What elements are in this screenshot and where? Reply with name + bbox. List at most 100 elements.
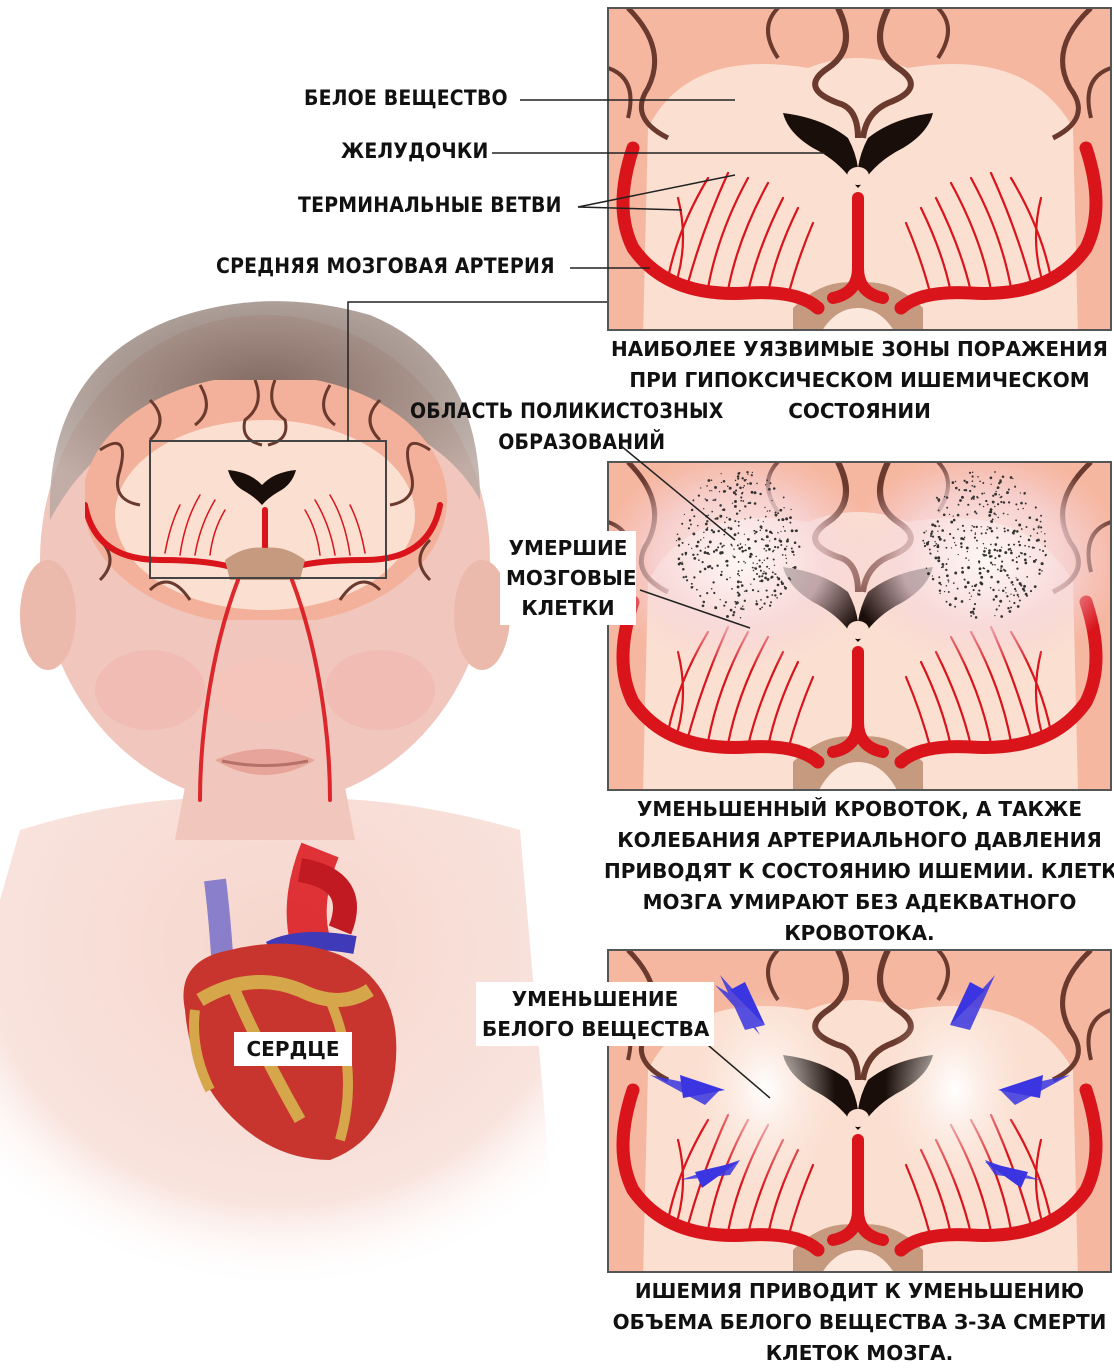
dead-cell-dot xyxy=(1025,562,1027,564)
dead-cell-dot xyxy=(733,491,736,494)
dead-cell-dot xyxy=(767,510,768,511)
dead-cell-dot xyxy=(924,545,926,547)
dead-cell-dot xyxy=(791,529,794,532)
label-dead-cells-line: МОЗГОВЫЕ xyxy=(506,563,630,593)
dead-cell-dot xyxy=(699,595,701,597)
dead-cell-dot xyxy=(735,480,737,482)
dead-cell-dot xyxy=(1012,559,1014,561)
dead-cell-dot xyxy=(974,603,976,605)
dead-cell-dot xyxy=(1044,545,1046,547)
dead-cell-dot xyxy=(937,520,939,522)
dead-cell-dot xyxy=(734,505,737,508)
dead-cell-dot xyxy=(733,556,735,558)
dead-cell-dot xyxy=(932,536,934,538)
dead-cell-dot xyxy=(937,556,940,559)
dead-cell-dot xyxy=(1013,594,1015,596)
dead-cell-dot xyxy=(734,500,737,503)
dead-cell-dot xyxy=(946,563,948,565)
dead-cell-dot xyxy=(682,542,684,544)
dead-cell-dot xyxy=(787,538,789,540)
dead-cell-dot xyxy=(997,580,1000,583)
dead-cell-dot xyxy=(769,540,770,541)
dead-cell-dot xyxy=(941,567,942,568)
dead-cell-dot xyxy=(736,601,739,604)
dead-cell-dot xyxy=(766,544,769,547)
dead-cell-dot xyxy=(697,541,700,544)
dead-cell-dot xyxy=(782,554,784,556)
dead-cell-dot xyxy=(1000,568,1001,569)
dead-cell-dot xyxy=(781,582,784,585)
dead-cell-dot xyxy=(780,593,782,595)
dead-cell-dot xyxy=(999,479,1001,481)
dead-cell-dot xyxy=(711,588,713,590)
dead-cell-dot xyxy=(752,567,754,569)
dead-cell-dot xyxy=(1010,476,1013,479)
dead-cell-dot xyxy=(969,592,971,594)
dead-cell-dot xyxy=(728,518,731,521)
dead-cell-dot xyxy=(1023,585,1026,588)
dead-cell-dot xyxy=(779,540,782,543)
dead-cell-dot xyxy=(1003,513,1005,515)
dead-cell-dot xyxy=(1002,589,1005,592)
dead-cell-dot xyxy=(993,512,995,514)
dead-cell-dot xyxy=(706,520,708,522)
dead-cell-dot xyxy=(1007,514,1008,515)
dead-cell-dot xyxy=(783,526,784,527)
dead-cell-dot xyxy=(792,551,795,554)
label-white-matter: БЕЛОЕ ВЕЩЕСТВО xyxy=(304,86,508,110)
dead-cell-dot xyxy=(998,482,1000,484)
dead-cell-dot xyxy=(982,482,984,484)
dead-cell-dot xyxy=(970,615,972,617)
dead-cell-dot xyxy=(1045,554,1047,556)
dead-cell-dot xyxy=(985,500,987,502)
dead-cell-dot xyxy=(1026,595,1028,597)
dead-cell-dot xyxy=(725,560,727,562)
dead-cell-dot xyxy=(1003,527,1005,529)
dead-cell-dot xyxy=(984,547,986,549)
dead-cell-dot xyxy=(693,557,696,560)
dead-cell-dot xyxy=(768,488,771,491)
dead-cell-dot xyxy=(952,481,955,484)
dead-cell-dot xyxy=(1000,565,1003,568)
dead-cell-dot xyxy=(1015,577,1016,578)
caption-panel3-line: ИШЕМИЯ ПРИВОДИТ К УМЕНЬШЕНИЮ xyxy=(608,1276,1111,1307)
dead-cell-dot xyxy=(786,562,788,564)
dead-cell-dot xyxy=(1002,475,1005,478)
dead-cell-dot xyxy=(763,571,764,572)
dead-cell-dot xyxy=(1018,596,1020,598)
dead-cell-dot xyxy=(733,611,736,614)
dead-cell-dot xyxy=(741,570,743,572)
dead-cell-dot xyxy=(785,517,788,520)
dead-cell-dot xyxy=(988,514,991,517)
dead-cell-dot xyxy=(766,566,768,568)
dead-cell-dot xyxy=(765,484,766,485)
caption-panel2-line: КОЛЕБАНИЯ АРТЕРИАЛЬНОГО ДАВЛЕНИЯ xyxy=(604,825,1114,856)
dead-cell-dot xyxy=(745,544,746,545)
dead-cell-dot xyxy=(750,553,753,556)
dead-cell-dot xyxy=(1021,528,1023,530)
dead-cell-dot xyxy=(737,544,739,546)
dead-cell-dot xyxy=(760,570,762,572)
dead-cell-dot xyxy=(769,604,771,606)
dead-cell-dot xyxy=(778,519,780,521)
dead-cell-dot xyxy=(737,478,739,480)
dead-cell-dot xyxy=(949,533,951,535)
dead-cell-dot xyxy=(791,547,793,549)
dead-cell-dot xyxy=(994,564,996,566)
dead-cell-dot xyxy=(989,555,992,558)
dead-cell-dot xyxy=(1028,539,1031,542)
dead-cell-dot xyxy=(745,549,747,551)
dead-cell-dot xyxy=(721,546,722,547)
dead-cell-dot xyxy=(988,552,991,555)
label-reduction-line: УМЕНЬШЕНИЕ xyxy=(482,984,708,1014)
dead-cell-dot xyxy=(770,601,772,603)
dead-cell-dot xyxy=(1013,602,1015,604)
dead-cell-dot xyxy=(730,527,733,530)
dead-cell-dot xyxy=(774,573,775,574)
dead-cell-dot xyxy=(963,489,965,491)
dead-cell-dot xyxy=(971,485,973,487)
dead-cell-dot xyxy=(753,530,755,532)
label-polycystic-line: ОБРАЗОВАНИЙ xyxy=(410,427,724,458)
dead-cell-dot xyxy=(926,530,927,531)
dead-cell-dot xyxy=(726,615,729,618)
